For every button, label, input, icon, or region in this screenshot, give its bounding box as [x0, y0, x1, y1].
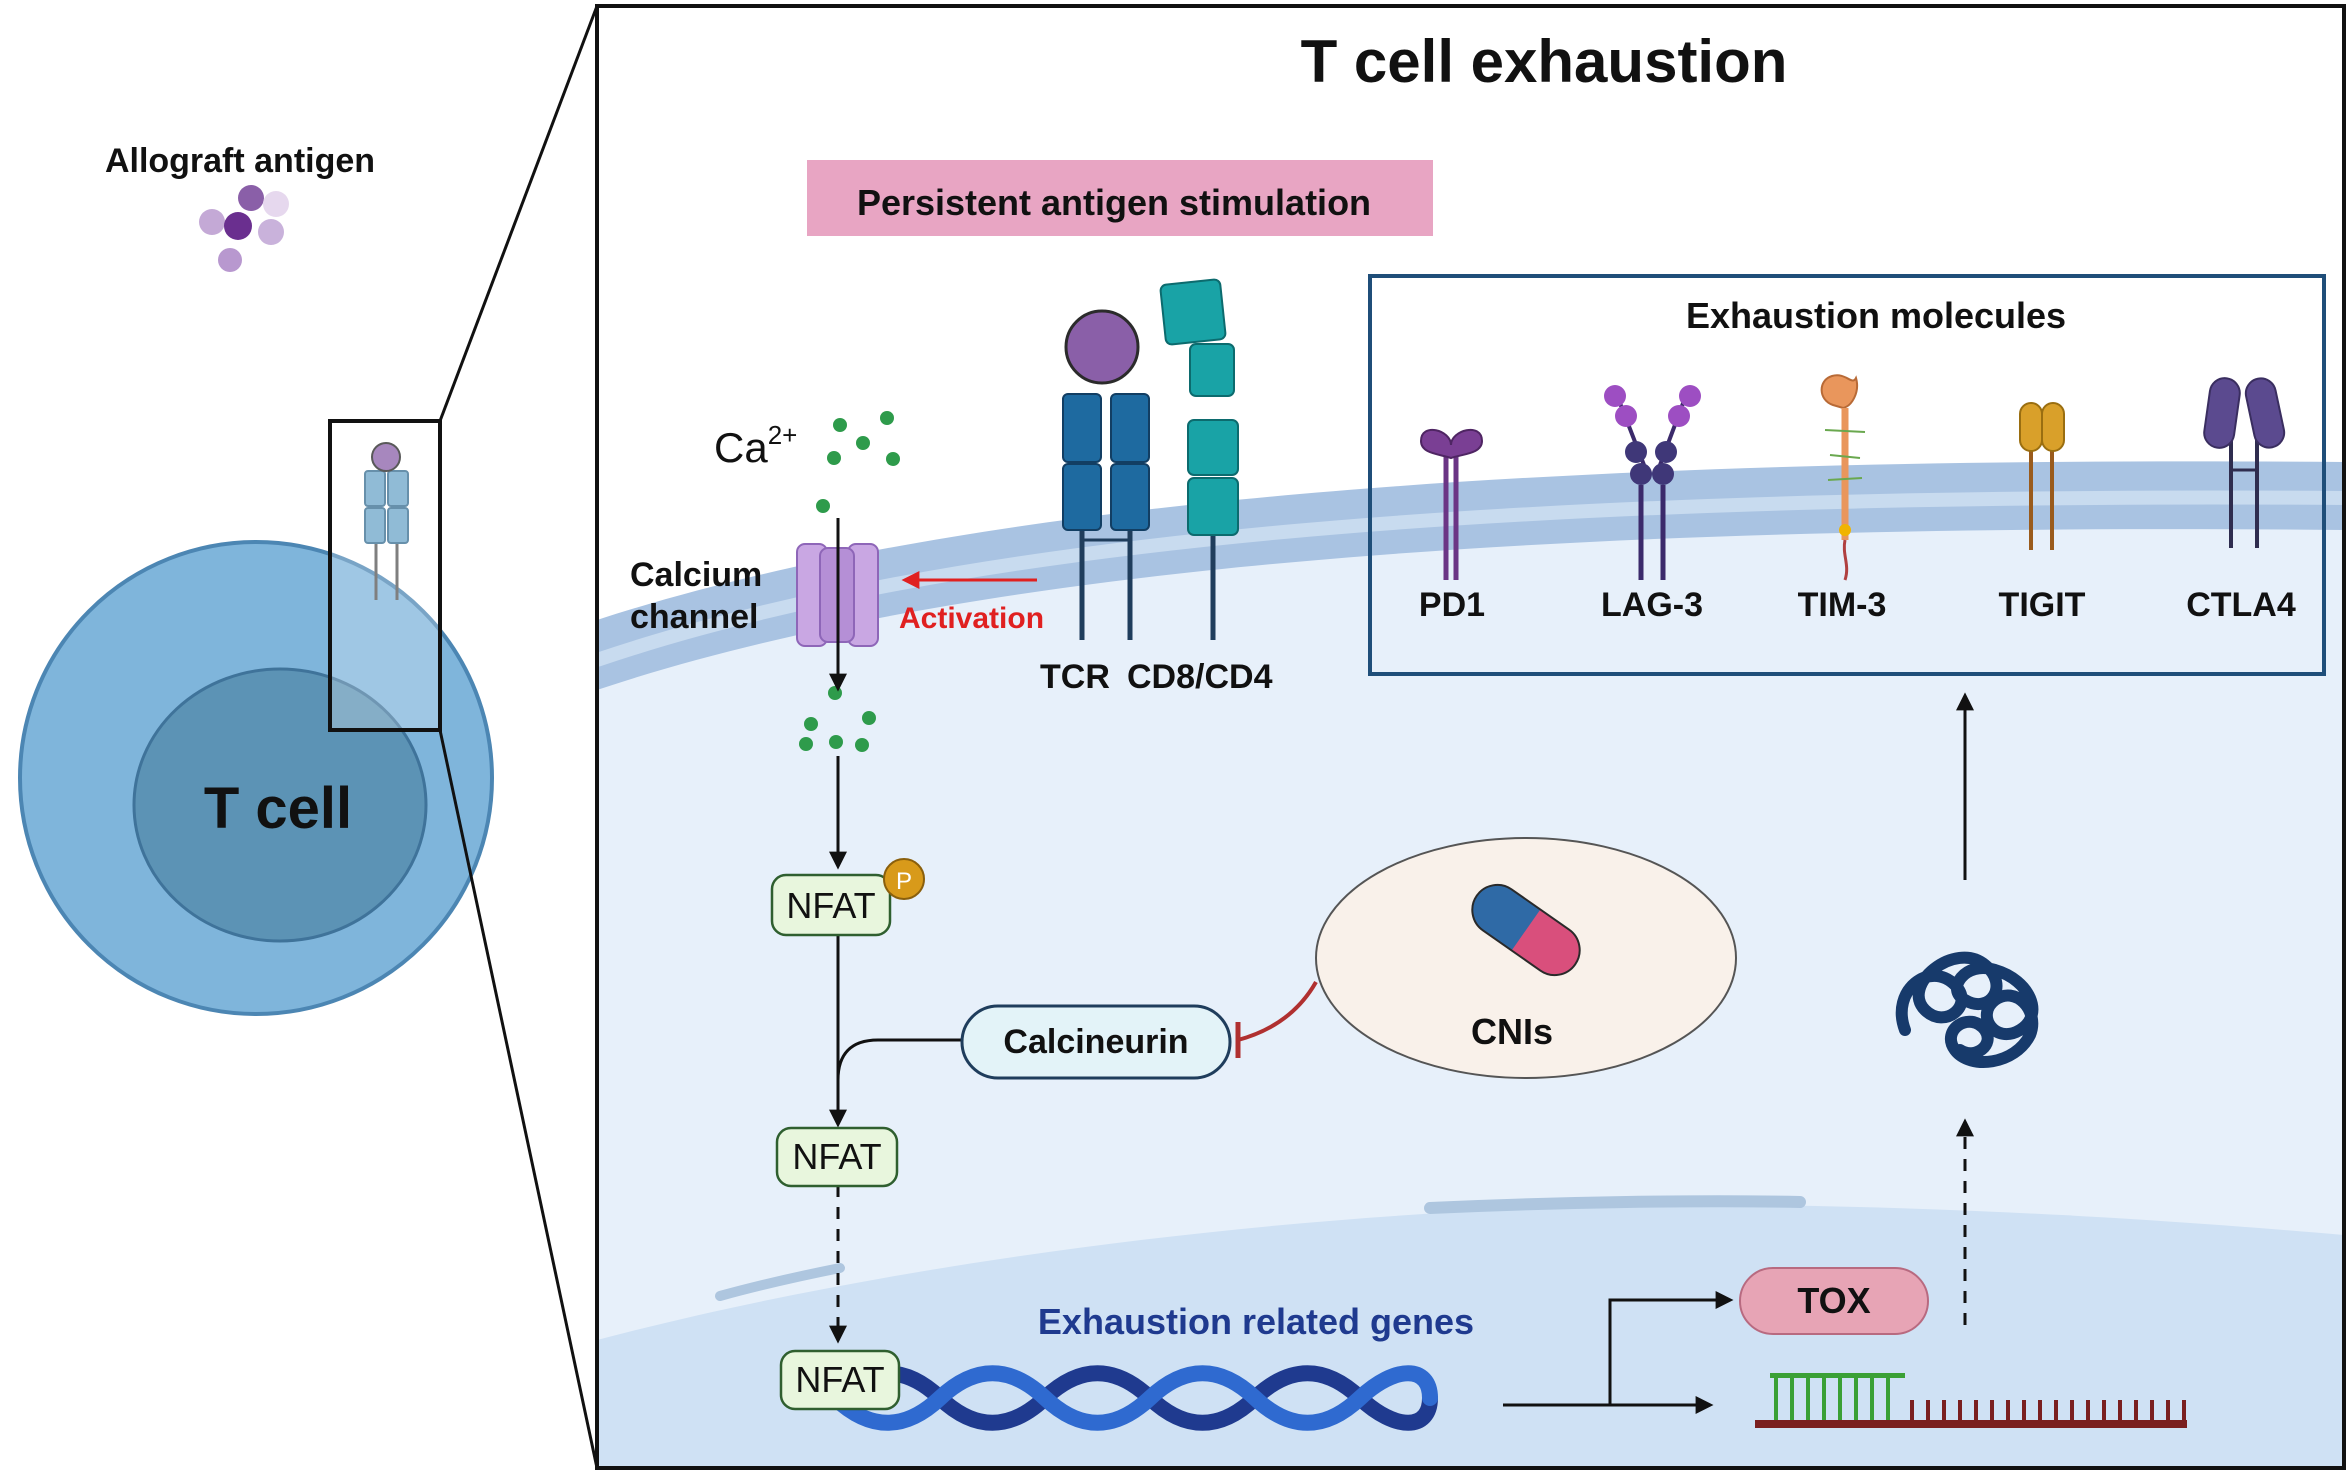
- stimulus-banner: [807, 160, 1433, 236]
- exhaustion-molecules-title: Exhaustion molecules: [1686, 295, 2066, 336]
- lag3-label: LAG-3: [1601, 586, 1703, 624]
- calcium-ion-label: Ca2+: [714, 420, 797, 471]
- tigit-label: TIGIT: [1999, 586, 2086, 624]
- protein-icon: [1895, 951, 2039, 1068]
- exhaustion-genes-label: Exhaustion related genes: [1038, 1301, 1474, 1342]
- zoom-line-top: [438, 5, 599, 422]
- tigit-icon: [2019, 402, 2065, 550]
- tim3-icon: [1820, 374, 1866, 581]
- nfat-active-box: [775, 1126, 899, 1188]
- dna-helix-icon: [827, 1365, 1438, 1431]
- drug-capsule-icon: [1471, 883, 1581, 977]
- mini-tcr-icon: [364, 442, 409, 600]
- t-cell-label: T cell: [204, 776, 352, 841]
- cni-inhibition-line: [1237, 981, 1318, 1042]
- nfat-label-3: NFAT: [795, 1359, 884, 1400]
- calcineurin-box: [960, 1004, 1232, 1080]
- antigen-cluster-icon: [199, 185, 289, 272]
- activation-label: Activation: [899, 602, 1044, 635]
- t-cell-icon: [18, 540, 494, 1016]
- nfat-label-1: NFAT: [786, 885, 875, 926]
- cd8-cd4-label: CD8/CD4: [1127, 658, 1273, 696]
- zoom-region-box: [328, 419, 442, 732]
- stimulus-label: Persistent antigen stimulation: [857, 182, 1371, 223]
- calcium-dots-icon: [799, 411, 900, 752]
- cni-label: CNIs: [1471, 1011, 1553, 1052]
- zoom-line-bottom: [438, 729, 599, 1469]
- panel-title: T cell exhaustion: [1301, 28, 1788, 95]
- ctla4-icon: [2203, 377, 2286, 548]
- pd1-icon: [1419, 428, 1484, 580]
- nfat-label-2: NFAT: [792, 1136, 881, 1177]
- pd1-label: PD1: [1419, 586, 1485, 624]
- nfat-nuclear-box: [779, 1349, 901, 1411]
- tox-label: TOX: [1797, 1280, 1870, 1321]
- lag3-icon: [1604, 385, 1701, 580]
- tcr-icon: [1062, 309, 1150, 640]
- nfat-phosphorylated-box: [770, 873, 892, 937]
- tim3-label: TIM-3: [1798, 586, 1887, 624]
- calcineurin-action-line: [836, 1038, 962, 1081]
- calcium-channel-label-line1: Calcium: [630, 556, 762, 594]
- zoomed-panel-border: [595, 4, 2346, 1470]
- calcium-channel-label-line2: channel: [630, 598, 758, 636]
- allograft-antigen-label: Allograft antigen: [105, 142, 375, 180]
- exhaustion-molecules-box: [1368, 274, 2326, 676]
- tox-induction-arrow: [1608, 1291, 1734, 1405]
- mrna-icon: [1755, 1373, 2187, 1428]
- phosphate-icon: [883, 858, 925, 900]
- calcineurin-label: Calcineurin: [1003, 1023, 1188, 1061]
- tcr-label: TCR: [1040, 658, 1110, 696]
- cd8-cd4-icon: [1159, 278, 1239, 640]
- tox-box: [1739, 1267, 1929, 1335]
- phosphate-label: P: [896, 868, 912, 895]
- ctla4-label: CTLA4: [2186, 586, 2296, 624]
